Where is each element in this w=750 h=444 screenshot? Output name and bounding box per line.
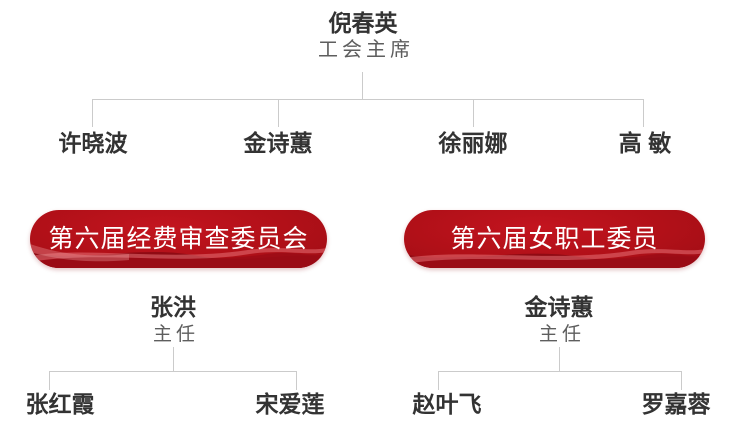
committee-banner-right: 第六届女职工委员 <box>404 210 705 268</box>
committee-banner-left: 第六届经费审查委员会 <box>30 210 327 268</box>
connector-right-stem <box>559 347 560 371</box>
ribbon-wave-decoration <box>30 244 327 268</box>
committee-right-head-title: 主任 <box>538 324 586 345</box>
root-title: 工会主席 <box>318 39 414 61</box>
root-name: 倪春英 <box>328 10 398 36</box>
connector-left-drop-2 <box>296 371 297 390</box>
committee-left-member-2: 宋爱莲 <box>255 391 325 417</box>
committee-banner-left-label: 第六届经费审查委员会 <box>48 224 309 253</box>
connector-drop-3 <box>473 99 474 127</box>
committee-right-member-2: 罗嘉蓉 <box>641 391 711 417</box>
committee-left-head-name: 张洪 <box>150 294 196 320</box>
connector-drop-1 <box>92 99 93 127</box>
level1-member-1: 许晓波 <box>58 130 128 156</box>
connector-root-stem <box>362 72 363 99</box>
connector-drop-2 <box>278 99 279 127</box>
connector-drop-4 <box>643 99 644 127</box>
level1-member-4: 高 敏 <box>618 130 672 156</box>
level1-member-2: 金诗蕙 <box>243 130 313 156</box>
ribbon-wave-decoration <box>404 249 705 268</box>
level1-member-3: 徐丽娜 <box>438 130 508 156</box>
connector-left-rail <box>49 371 297 372</box>
connector-right-drop-2 <box>681 371 682 390</box>
connector-right-drop-1 <box>438 371 439 390</box>
connector-right-rail <box>438 371 681 372</box>
connector-level1-rail <box>92 99 644 100</box>
committee-banner-right-label: 第六届女职工委员 <box>450 224 659 253</box>
committee-right-member-1: 赵叶飞 <box>412 391 482 417</box>
committee-left-member-1: 张红霞 <box>25 391 95 417</box>
connector-left-stem <box>173 347 174 371</box>
committee-right-head-name: 金诗蕙 <box>524 294 594 320</box>
committee-left-head-title: 主任 <box>152 324 200 345</box>
connector-left-drop-1 <box>49 371 50 390</box>
